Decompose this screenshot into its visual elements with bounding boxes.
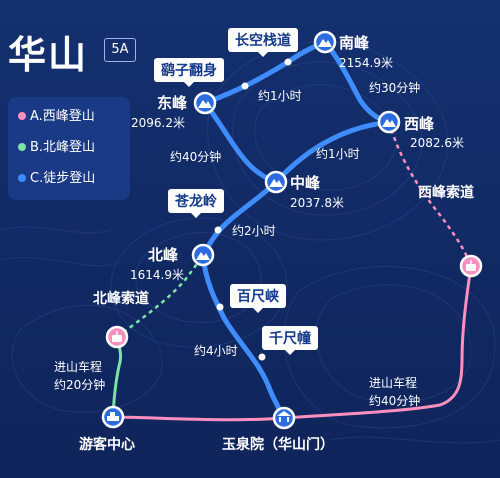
west-cableway-label: 西峰索道 [418,185,474,201]
visitor-center-icon[interactable] [101,405,125,429]
peak-north-elevation: 1614.9米 [130,268,184,282]
bus-north-line2: 约20分钟 [54,378,106,392]
peak-east-icon[interactable] [193,91,217,115]
peak-east-name: 东峰 [157,94,188,112]
west-cableway-line[interactable] [387,121,473,267]
bus-road[interactable] [111,264,473,422]
route-north-to-yuquan[interactable] [200,252,287,421]
legend-item-north[interactable]: B.北峰登山 [18,138,95,158]
scenic-baichi[interactable]: 百尺峡 [230,284,286,313]
legend-label: C.徒步登山 [30,171,96,186]
legend-label: B.北峰登山 [30,140,96,155]
baichi-dot [216,303,224,311]
legend-label: A.西峰登山 [30,109,95,124]
peak-south-elevation: 2154.9米 [339,56,393,70]
bus-north-line1: 进山车程 [54,360,103,374]
peak-north-icon[interactable] [191,243,215,267]
scenic-dots [214,58,292,361]
legend-panel: A.西峰登山 B.北峰登山 C.徒步登山 [8,97,130,200]
changkong-dot [284,58,292,66]
time-west-center: 约1小时 [316,147,360,161]
legend-item-hike[interactable]: C.徒步登山 [18,169,95,189]
yaozi-dot [241,82,249,90]
route-west-to-center[interactable] [273,119,392,185]
peak-center-elevation: 2037.8米 [290,196,344,210]
scenic-qianchi[interactable]: 千尺幢 [262,326,318,355]
pink-dot-icon [18,111,26,120]
peak-east-elevation: 2096.2米 [131,116,185,130]
peak-west-name: 西峰 [404,115,435,133]
map-title: 华山 [8,33,89,77]
peak-south-icon[interactable] [313,30,337,54]
blue-dot-icon [18,173,26,182]
time-north-yuquan: 约4小时 [194,344,238,358]
canglong-dot [214,226,222,234]
peak-west-icon[interactable] [377,110,401,134]
scenic-changkong[interactable]: 长空栈道 [228,28,298,57]
peak-center-icon[interactable] [264,170,288,194]
peak-center-name: 中峰 [290,174,321,192]
west-cableway-icon[interactable] [459,254,483,278]
peak-north-name: 北峰 [148,246,179,264]
north-cableway-icon[interactable] [105,325,129,349]
legend-item-west[interactable]: A.西峰登山 [18,107,95,127]
bus-west-line2: 约40分钟 [369,394,421,408]
yuquan-gate-icon[interactable] [272,406,296,430]
green-dot-icon [18,142,26,151]
qianchi-dot [258,353,266,361]
peak-south-name: 南峰 [339,34,370,52]
yuquan-label: 玉泉院（华山门） [222,437,334,453]
time-center-north: 约2小时 [232,224,276,238]
scenic-canglong[interactable]: 苍龙岭 [168,189,224,218]
peak-west-elevation: 2082.6米 [410,136,464,150]
scenic-yaozi[interactable]: 鹞子翻身 [154,58,224,87]
north-cableway-label: 北峰索道 [93,291,149,307]
visitor-center-label: 游客中心 [79,437,135,453]
time-east-south: 约1小时 [258,89,302,103]
time-east-center: 约40分钟 [170,150,222,164]
time-south-west: 约30分钟 [369,81,421,95]
bus-west-line1: 进山车程 [369,376,418,390]
level-badge: 5A [104,38,136,62]
